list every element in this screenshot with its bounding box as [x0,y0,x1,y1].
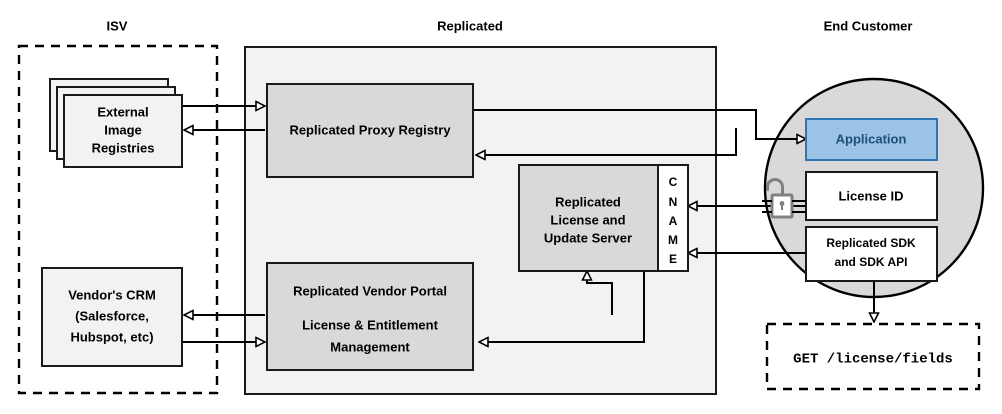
node-license-id[interactable]: License ID [805,171,938,221]
zone-title-isv: ISV [107,18,128,33]
vendors-crm-line-3: Hubspot, etc) [70,329,153,344]
vendor-portal-line-1: Replicated Vendor Portal [293,283,447,298]
node-replicated-sdk[interactable]: Replicated SDK and SDK API [805,226,938,282]
license-server-line-1: Replicated [555,194,621,209]
license-server-line-3: Update Server [544,230,632,245]
node-replicated-license-and-update-server[interactable]: Replicated License and Update Server C N… [518,164,689,272]
replicated-sdk-line-1: Replicated SDK [826,236,916,250]
vendor-portal-line-3: Management [330,339,410,354]
flow-application-to-proxy [476,128,737,155]
application-label: Application [836,131,907,146]
flow-vendor-portal-to-license-server [587,271,613,315]
padlock-keyhole-stem [781,204,783,210]
cname-badge-box [657,164,689,272]
cname-letter-n: N [669,195,678,209]
padlock-keyhole-circle [779,201,785,206]
node-external-image-registries[interactable]: External Image Registries [49,78,183,168]
zone-title-replicated: Replicated [437,18,503,33]
cname-letter-a: A [669,214,678,228]
api-request-box [765,322,981,391]
replicated-sdk-box [805,226,938,282]
node-application[interactable]: Application [805,118,938,161]
replicated-sdk-line-2: and SDK API [835,255,908,269]
replicated-vendor-portal-box [266,262,474,371]
api-request-text: GET /license/fields [793,352,953,368]
external-image-registries-line-3: Registries [92,140,155,155]
node-replicated-proxy-registry[interactable]: Replicated Proxy Registry [266,83,474,178]
padlock-shackle [766,178,784,196]
node-replicated-vendor-portal[interactable]: Replicated Vendor Portal License & Entit… [266,262,474,371]
external-image-registries-line-1: External [97,104,148,119]
cname-badge: C N A M E [657,164,689,272]
vendors-crm-line-1: Vendor's CRM [68,287,156,302]
external-image-registries-line-2: Image [104,122,142,137]
api-request-callout: GET /license/fields [765,322,981,391]
license-id-box [805,171,938,221]
flow-license-server-to-vendor-portal [479,271,645,342]
cname-letter-m: M [668,233,678,247]
license-server-line-2: License and [550,212,625,227]
flow-proxy-to-application [473,109,806,139]
node-vendors-crm[interactable]: Vendor's CRM (Salesforce, Hubspot, etc) [41,267,183,367]
vendors-crm-line-2: (Salesforce, [75,308,149,323]
vendor-portal-line-2: License & Entitlement [302,317,438,332]
replicated-proxy-registry-label: Replicated Proxy Registry [289,122,451,137]
vendors-crm-box [41,267,183,367]
zone-title-end-customer: End Customer [824,18,913,33]
application-box [805,118,938,161]
zone-boundary-isv [17,44,219,395]
cname-letter-c: C [669,175,678,189]
stack-layer-front [63,94,183,168]
unlocked-padlock-icon [762,178,806,219]
replicated-proxy-registry-box [266,83,474,178]
license-id-label: License ID [838,188,903,203]
cname-letter-e: E [669,252,677,266]
